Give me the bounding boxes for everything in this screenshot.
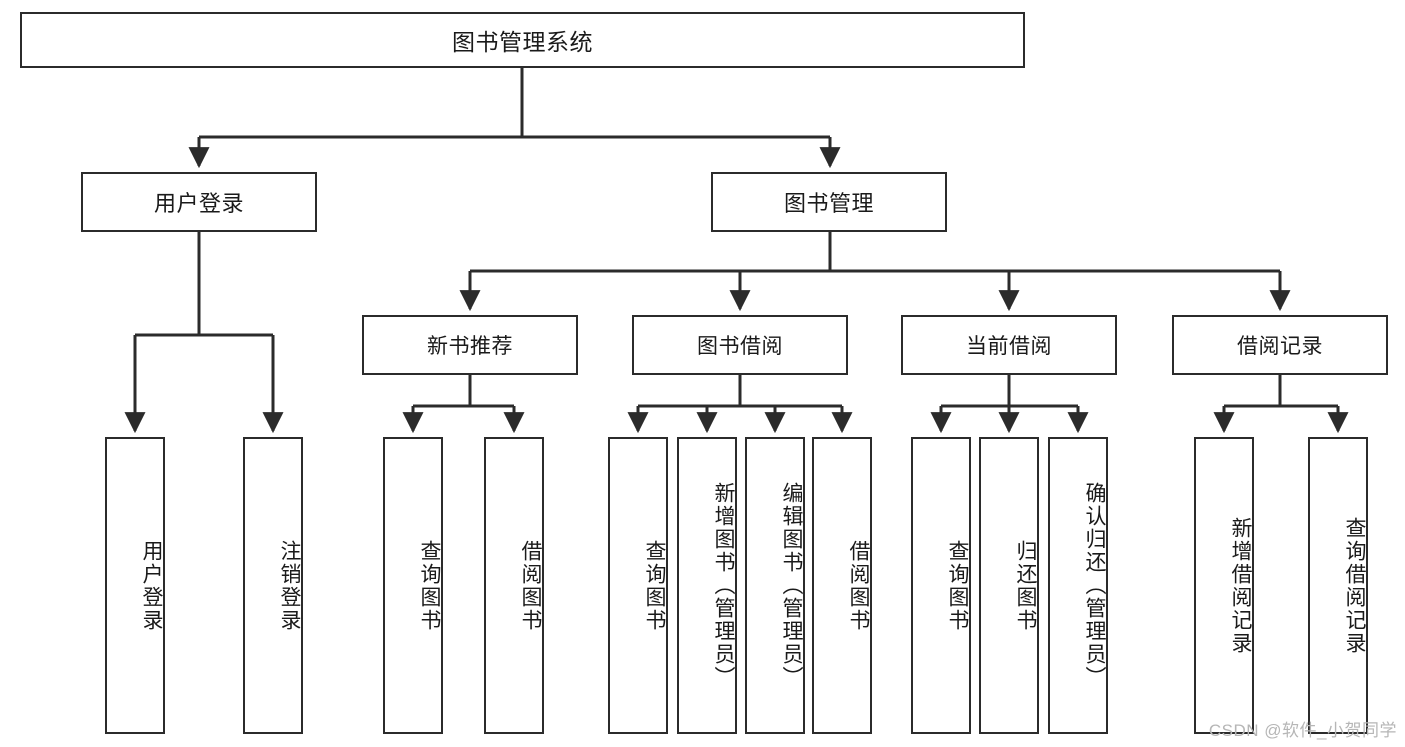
node-label: 新增借阅记录 xyxy=(1229,516,1252,655)
leaf-user-login-login[interactable]: 用户登录 xyxy=(105,437,165,734)
node-label: 用户登录 xyxy=(153,191,244,216)
leaf-inner: 新增借阅记录 xyxy=(1196,439,1252,732)
node-label: 查询图书 xyxy=(946,539,969,632)
node-label: 注销登录 xyxy=(278,539,301,632)
node-label: 新增图书（管理员） xyxy=(712,482,735,689)
node-label: 确认归还（管理员） xyxy=(1083,482,1106,689)
node-book-borrow[interactable]: 图书借阅 xyxy=(632,315,848,375)
node-label: 借阅图书 xyxy=(847,539,870,632)
leaf-book-borrow-add-book-admin[interactable]: 新增图书（管理员） xyxy=(677,437,737,734)
node-user-login[interactable]: 用户登录 xyxy=(81,172,317,232)
node-label: 编辑图书（管理员） xyxy=(780,482,803,689)
node-root-book-management-system[interactable]: 图书管理系统 xyxy=(20,12,1025,68)
node-label: 图书管理系统 xyxy=(452,29,593,55)
node-label: 归还图书 xyxy=(1014,539,1037,632)
leaf-new-book-query-book[interactable]: 查询图书 xyxy=(383,437,443,734)
leaf-current-borrow-confirm-return-admin[interactable]: 确认归还（管理员） xyxy=(1048,437,1108,734)
leaf-borrow-record-query-record[interactable]: 查询借阅记录 xyxy=(1308,437,1368,734)
leaf-inner: 新增图书（管理员） xyxy=(679,439,735,732)
watermark: CSDN @软件_小贺同学 xyxy=(1208,721,1397,740)
node-label: 图书借阅 xyxy=(697,335,783,358)
leaf-inner: 注销登录 xyxy=(245,439,301,732)
leaf-user-login-logout[interactable]: 注销登录 xyxy=(243,437,303,734)
leaf-inner: 借阅图书 xyxy=(486,439,542,732)
node-label: 借阅记录 xyxy=(1237,335,1323,358)
leaf-inner: 查询借阅记录 xyxy=(1310,439,1366,732)
leaf-inner: 归还图书 xyxy=(981,439,1037,732)
leaf-inner: 确认归还（管理员） xyxy=(1050,439,1106,732)
leaf-inner: 查询图书 xyxy=(913,439,969,732)
node-borrow-record[interactable]: 借阅记录 xyxy=(1172,315,1388,375)
node-label: 借阅图书 xyxy=(519,539,542,632)
node-book-management[interactable]: 图书管理 xyxy=(711,172,947,232)
node-label: 查询图书 xyxy=(643,539,666,632)
leaf-inner: 查询图书 xyxy=(610,439,666,732)
node-current-borrow[interactable]: 当前借阅 xyxy=(901,315,1117,375)
leaf-new-book-borrow-book[interactable]: 借阅图书 xyxy=(484,437,544,734)
leaf-book-borrow-borrow-book[interactable]: 借阅图书 xyxy=(812,437,872,734)
leaf-current-borrow-query-book[interactable]: 查询图书 xyxy=(911,437,971,734)
node-new-book-recommend[interactable]: 新书推荐 xyxy=(362,315,578,375)
leaf-inner: 查询图书 xyxy=(385,439,441,732)
node-label: 图书管理 xyxy=(783,191,874,216)
leaf-inner: 借阅图书 xyxy=(814,439,870,732)
leaf-borrow-record-add-record[interactable]: 新增借阅记录 xyxy=(1194,437,1254,734)
leaf-inner: 用户登录 xyxy=(107,439,163,732)
leaf-book-borrow-query-book[interactable]: 查询图书 xyxy=(608,437,668,734)
node-label: 当前借阅 xyxy=(966,335,1052,358)
node-label: 查询借阅记录 xyxy=(1343,516,1366,655)
node-label: 查询图书 xyxy=(418,539,441,632)
node-label: 用户登录 xyxy=(140,539,163,632)
leaf-current-borrow-return-book[interactable]: 归还图书 xyxy=(979,437,1039,734)
leaf-book-borrow-edit-book-admin[interactable]: 编辑图书（管理员） xyxy=(745,437,805,734)
leaf-inner: 编辑图书（管理员） xyxy=(747,439,803,732)
node-label: 新书推荐 xyxy=(427,335,513,358)
